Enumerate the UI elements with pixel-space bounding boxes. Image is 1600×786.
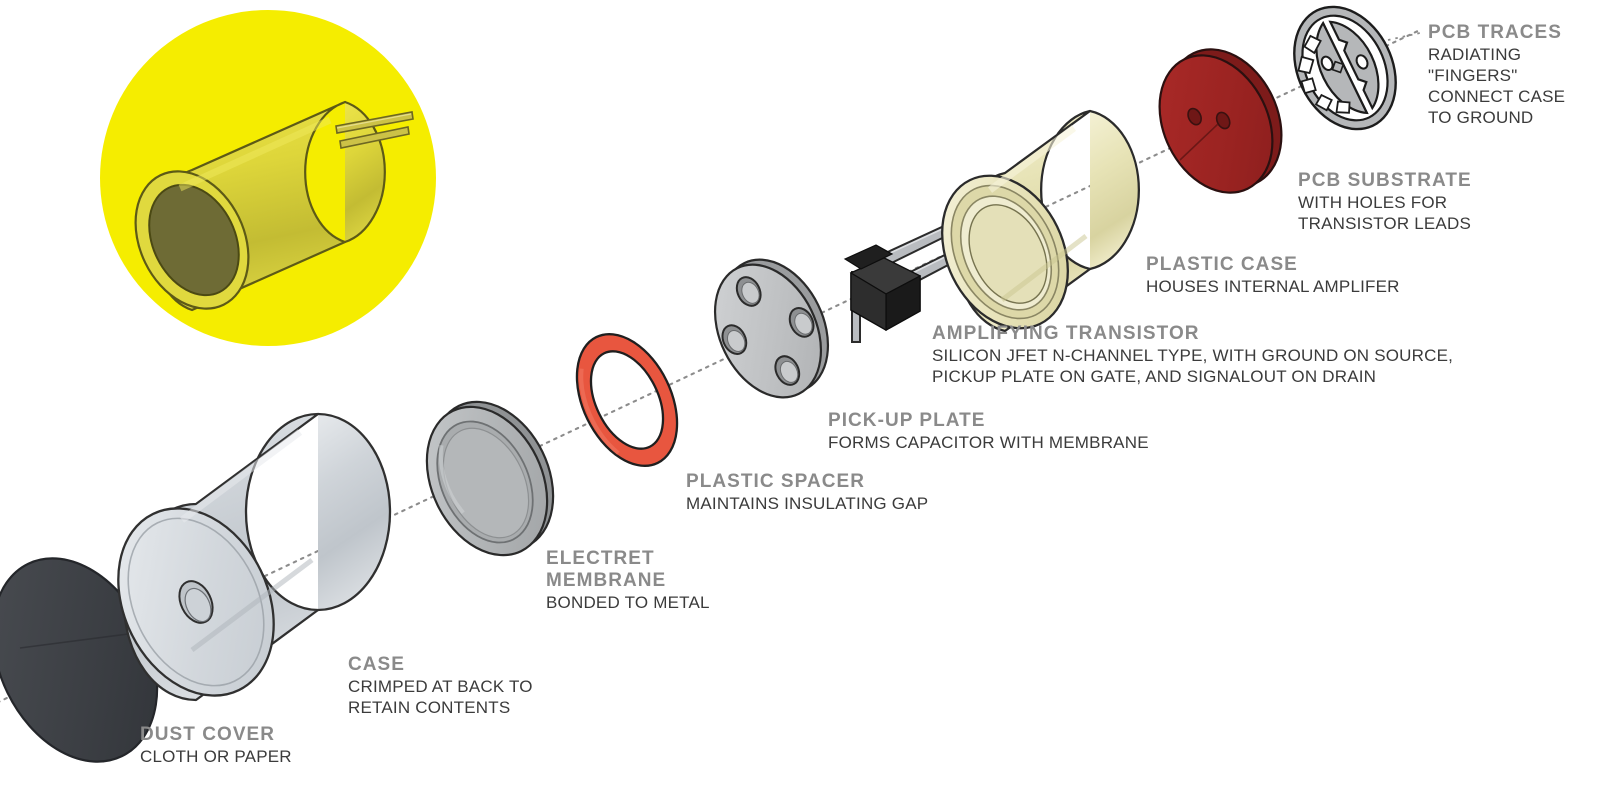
callout-line: HOUSES INTERNAL AMPLIFER	[1146, 277, 1400, 296]
callout-plastic-spacer: PLASTIC SPACER MAINTAINS INSULATING GAP	[686, 471, 928, 514]
callout-line: SILICON JFET N-CHANNEL TYPE, WITH GROUND…	[932, 346, 1454, 365]
part-electret-membrane	[425, 400, 555, 557]
callout-title: PICK-UP PLATE	[828, 410, 986, 431]
callout-plastic-case: PLASTIC CASE HOUSES INTERNAL AMPLIFER	[1146, 254, 1400, 297]
callout-title: CASE	[348, 654, 405, 675]
callout-line: MAINTAINS INSULATING GAP	[686, 494, 929, 513]
callout-title: PLASTIC CASE	[1146, 254, 1298, 275]
part-plastic-spacer	[575, 333, 679, 467]
part-metal-case	[117, 412, 392, 702]
callout-pcb-traces: PCB TRACES RADIATING "FINGERS" CONNECT C…	[1428, 22, 1565, 128]
callout-line: WITH HOLES FOR	[1298, 193, 1448, 212]
callout-title: DUST COVER	[140, 724, 276, 745]
part-plastic-case	[941, 109, 1140, 333]
callout-title: AMPLIFYING TRANSISTOR	[932, 323, 1200, 344]
callout-amplifying-transistor: AMPLIFYING TRANSISTOR SILICON JFET N-CHA…	[932, 323, 1453, 387]
callout-line: "FINGERS"	[1428, 66, 1518, 85]
callout-pcb-substrate: PCB SUBSTRATE WITH HOLES FOR TRANSISTOR …	[1298, 170, 1472, 234]
callout-dust-cover: DUST COVER CLOTH OR PAPER	[140, 724, 292, 767]
assembled-capsule-inset	[100, 10, 436, 346]
callout-line: TRANSISTOR LEADS	[1298, 214, 1471, 233]
callout-line: CLOTH OR PAPER	[140, 747, 292, 766]
callout-line: RADIATING	[1428, 45, 1522, 64]
callout-line: CONNECT CASE	[1428, 87, 1566, 106]
callout-pick-up-plate: PICK-UP PLATE FORMS CAPACITOR WITH MEMBR…	[828, 410, 1149, 453]
callout-case: CASE CRIMPED AT BACK TO RETAIN CONTENTS	[348, 654, 533, 718]
callout-title: PCB TRACES	[1428, 22, 1562, 43]
callout-line: BONDED TO METAL	[546, 593, 710, 612]
callout-line: PICKUP PLATE ON GATE, AND SIGNALOUT ON D…	[932, 367, 1377, 386]
callout-line: CRIMPED AT BACK TO	[348, 677, 533, 696]
part-pick-up-plate	[713, 258, 830, 399]
callout-electret-membrane: ELECTRET MEMBRANE BONDED TO METAL	[546, 548, 710, 613]
callout-title: PLASTIC SPACER	[686, 471, 865, 492]
callout-line: TO GROUND	[1428, 108, 1534, 127]
callout-line: FORMS CAPACITOR WITH MEMBRANE	[828, 433, 1149, 452]
part-pcb-traces	[1293, 5, 1397, 131]
callout-line: RETAIN CONTENTS	[348, 698, 511, 717]
part-pcb-substrate	[1158, 48, 1283, 194]
leader-lines	[1387, 32, 1421, 41]
callout-title: PCB SUBSTRATE	[1298, 170, 1472, 191]
callout-title: ELECTRET MEMBRANE	[546, 548, 667, 591]
